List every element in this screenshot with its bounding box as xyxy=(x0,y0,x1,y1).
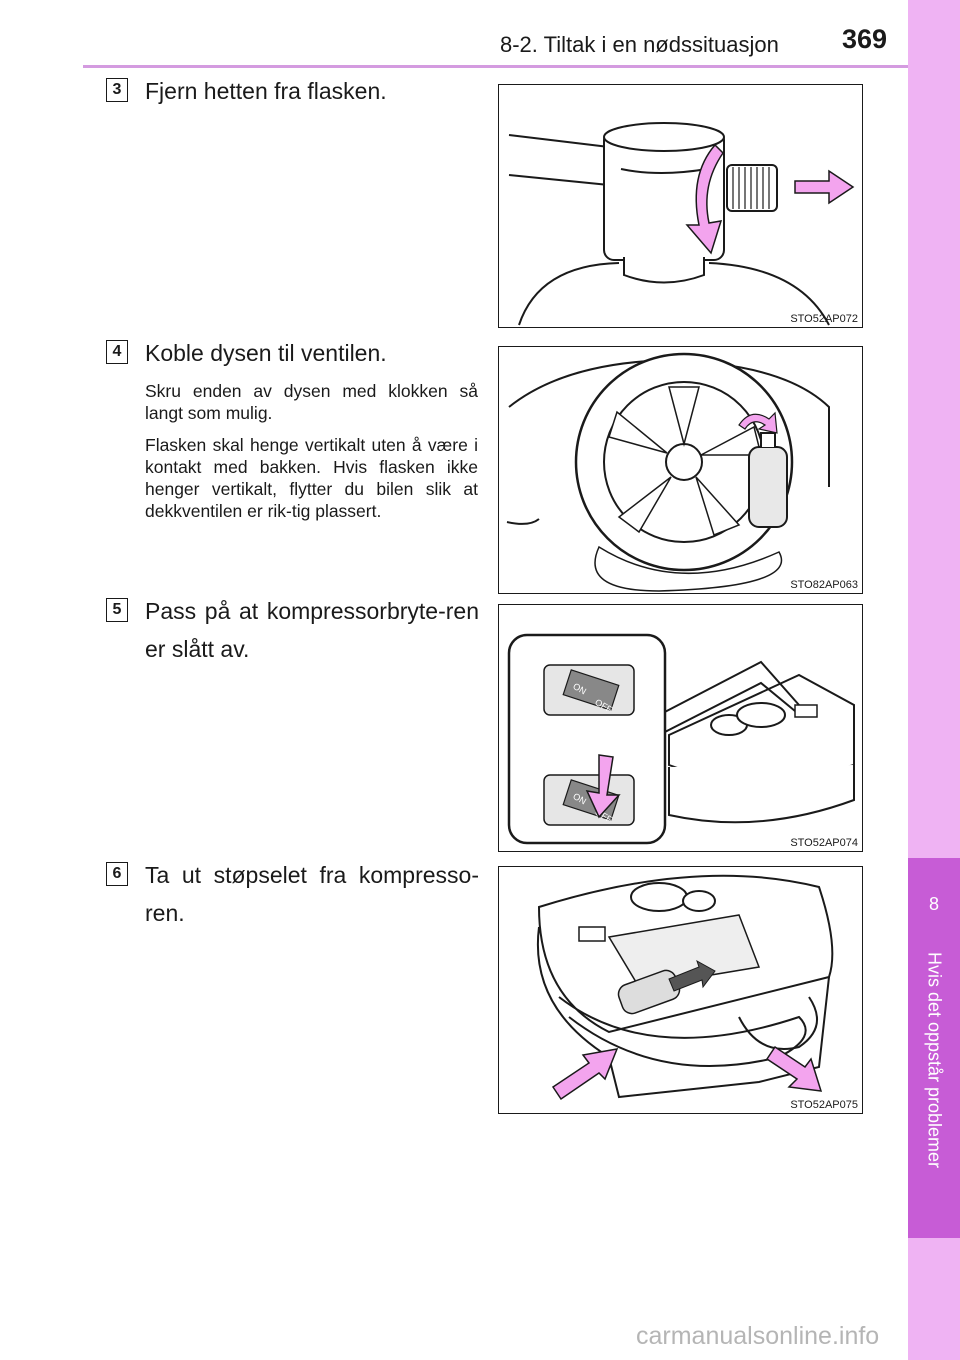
step-5-title: Pass på at kompressorbryte-ren er slått … xyxy=(145,598,479,662)
figure-code: STO52AP072 xyxy=(790,313,858,325)
wheel-illustration xyxy=(506,352,830,592)
step-4-title: Koble dysen til ventilen. xyxy=(145,340,387,366)
step-4-note-1: Skru enden av dysen med klokken så langt… xyxy=(145,381,478,423)
figure-unplug: STO52AP075 xyxy=(498,866,863,1114)
chapter-tab[interactable] xyxy=(908,858,960,1238)
figure-code: STO82AP063 xyxy=(790,579,858,591)
step-3-title: Fjern hetten fra flasken. xyxy=(145,78,387,104)
header-divider xyxy=(83,65,908,68)
compressor-unplug-illustration xyxy=(536,874,834,1101)
step-4-note-2: Flasken skal henge vertikalt uten å være… xyxy=(145,435,478,521)
step-number-5: 5 xyxy=(106,598,128,622)
page-number: 369 xyxy=(842,24,888,54)
compressor-switch-illustration: ON OFF ON OFF xyxy=(507,633,855,845)
figure-switch-off: ON OFF ON OFF STO52AP074 xyxy=(498,604,863,852)
step-6-title: Ta ut støpselet fra kompresso-ren. xyxy=(145,862,479,926)
watermark: carmanualsonline.info xyxy=(636,1322,880,1350)
chapter-number: 8 xyxy=(928,894,939,914)
bottle-cap-illustration xyxy=(508,122,855,326)
figure-remove-cap: STO52AP072 xyxy=(498,84,863,328)
section-title: 8-2. Tiltak i en nødssituasjon xyxy=(500,32,779,57)
figure-connect-hose: STO82AP063 xyxy=(498,346,863,594)
step-number-6: 6 xyxy=(106,862,128,886)
chapter-title: Hvis det oppstår problemer xyxy=(924,951,945,1169)
figure-code: STO52AP074 xyxy=(790,837,858,849)
figure-code: STO52AP075 xyxy=(790,1099,858,1111)
step-number-3: 3 xyxy=(106,78,128,102)
step-number-4: 4 xyxy=(106,340,128,364)
